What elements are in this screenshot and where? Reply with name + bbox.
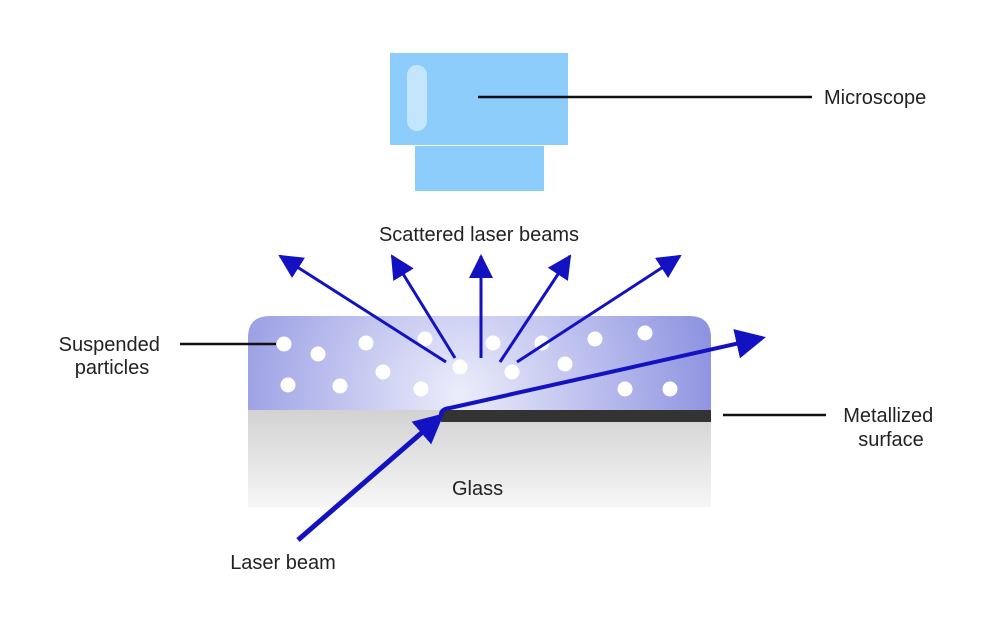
- suspended-label-line2: particles: [75, 357, 149, 379]
- particle: [558, 357, 573, 372]
- particle: [588, 332, 603, 347]
- suspended-label: Suspended particles: [59, 334, 166, 379]
- scattered-beams-label: Scattered laser beams: [379, 224, 579, 246]
- particle: [453, 360, 468, 375]
- metallized-surface: [441, 410, 711, 422]
- particle: [333, 379, 348, 394]
- particle: [663, 382, 678, 397]
- suspended-label-line1: Suspended: [59, 334, 160, 356]
- particle: [486, 336, 501, 351]
- metallized-label-line2: surface: [858, 429, 924, 451]
- particle: [281, 378, 296, 393]
- microscope-label: Microscope: [824, 87, 926, 109]
- glass-label: Glass: [452, 478, 503, 500]
- microscope-highlight: [407, 65, 427, 131]
- particle: [414, 382, 429, 397]
- particle: [618, 382, 633, 397]
- particle: [505, 365, 520, 380]
- particle: [277, 337, 292, 352]
- particle: [638, 326, 653, 341]
- particle: [376, 365, 391, 380]
- laser-beam-label: Laser beam: [230, 552, 336, 574]
- microscope-lens: [415, 146, 544, 191]
- metallized-label-line1: Metallized: [843, 405, 933, 427]
- particle: [311, 347, 326, 362]
- microscope-objective-icon: [390, 53, 568, 191]
- particle: [359, 336, 374, 351]
- metallized-label: Metallized surface: [843, 405, 939, 451]
